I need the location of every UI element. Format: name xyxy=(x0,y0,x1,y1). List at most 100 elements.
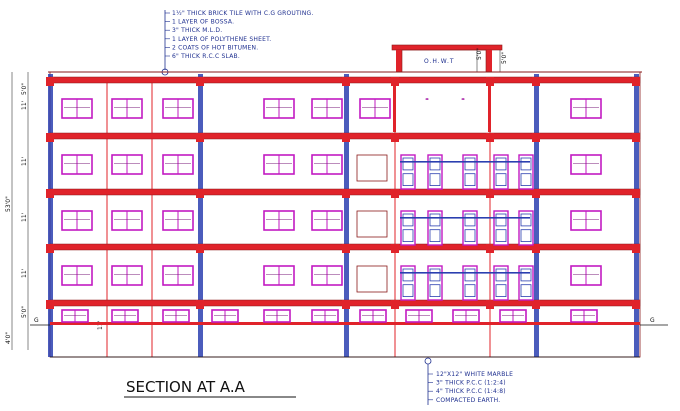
door-panel-bottom xyxy=(495,284,507,298)
beam-drop xyxy=(391,300,399,309)
beam-drop xyxy=(46,189,54,198)
roof-note-line: 2 COATS OF HOT BITUMEN. xyxy=(172,44,258,51)
beam-drop xyxy=(46,77,54,86)
door-panel-bottom xyxy=(402,173,414,186)
section-title: SECTION AT A.A xyxy=(126,378,246,396)
beam-drop xyxy=(342,300,350,309)
door-panel-top xyxy=(520,213,532,227)
beam-drop xyxy=(196,189,204,198)
roof-notes: 1½" THICK BRICK TILE WITH C.G GROUTING. 1… xyxy=(161,10,314,76)
beam-drop xyxy=(342,77,350,86)
roof-note-line: 1½" THICK BRICK TILE WITH C.G GROUTING. xyxy=(172,10,314,17)
plinth-beam xyxy=(50,322,640,325)
door-panel-top xyxy=(464,213,476,227)
beam-drop xyxy=(46,244,54,253)
floor-note-line: 12"X12" WHITE MARBLE xyxy=(436,371,513,378)
tank-dim-a: 5'0" xyxy=(476,48,483,60)
door-panel-bottom xyxy=(520,229,532,242)
beam-drop xyxy=(486,300,494,309)
roof-note-line: 6" THICK R.C.C SLAB. xyxy=(172,53,240,60)
balcony-door xyxy=(400,154,416,190)
ground-level: G G xyxy=(30,317,668,358)
door-panel-top xyxy=(520,157,532,171)
beam-drop xyxy=(532,133,540,142)
balcony-door xyxy=(493,210,509,246)
door-panel-top xyxy=(520,268,532,282)
balcony-door xyxy=(462,210,478,246)
overall-height-label: 53'0" xyxy=(5,196,12,212)
balcony-rail xyxy=(400,217,530,219)
plinth-dim-a: 5'0" xyxy=(21,83,28,95)
balcony-rail xyxy=(400,272,530,274)
column xyxy=(48,74,53,357)
beam-drop xyxy=(342,133,350,142)
beam-drop xyxy=(632,133,640,142)
door-panel-top xyxy=(429,213,441,227)
floor-note-line: COMPACTED EARTH. xyxy=(436,397,500,404)
door-panel-bottom xyxy=(429,173,441,186)
building-section xyxy=(46,71,642,358)
door-panel-bottom xyxy=(402,284,414,298)
balcony-door xyxy=(493,265,509,301)
floor-note-line: 4" THICK P.C.C (1:4:8) xyxy=(436,388,506,395)
beam-drop xyxy=(486,133,494,142)
plinth-dim-b: 5'0" xyxy=(21,306,28,318)
door-panel-bottom xyxy=(402,229,414,242)
balcony-door xyxy=(493,154,509,190)
service-opening xyxy=(356,265,388,293)
beam-drop xyxy=(486,189,494,198)
beam-drop xyxy=(196,244,204,253)
door-panel-top xyxy=(495,213,507,227)
door-panel-top xyxy=(495,157,507,171)
balcony-door xyxy=(427,210,443,246)
door-panel-top xyxy=(429,157,441,171)
door-panel-bottom xyxy=(464,284,476,298)
beam-drop xyxy=(632,77,640,86)
door-panel-top xyxy=(402,213,414,227)
beam-drop xyxy=(486,244,494,253)
door-panel-top xyxy=(464,157,476,171)
balcony-door xyxy=(518,265,534,301)
balcony-rail xyxy=(400,161,530,163)
floor-height-1: 11' xyxy=(21,100,28,110)
floor-height-4: 11' xyxy=(21,268,28,278)
beam-drop xyxy=(632,244,640,253)
tank-wall-right xyxy=(486,50,492,72)
beam-drop xyxy=(532,300,540,309)
left-dimensions: 53'0" 4'0" 5'0" 5'0" 11' 11' 11' 11' 11' xyxy=(5,72,104,350)
beam-drop xyxy=(391,189,399,198)
door-panel-bottom xyxy=(520,173,532,186)
beam-drop xyxy=(532,244,540,253)
balcony-door xyxy=(427,265,443,301)
beam-drop xyxy=(532,77,540,86)
balcony-door xyxy=(518,154,534,190)
roof-note-line: 1 LAYER OF POLYTHENE SHEET. xyxy=(172,36,271,43)
balcony-door xyxy=(462,265,478,301)
balcony-door xyxy=(427,154,443,190)
door-panel-top xyxy=(402,157,414,171)
door-panel-top xyxy=(495,268,507,282)
door-panel-bottom xyxy=(464,173,476,186)
beam-drop xyxy=(532,189,540,198)
tank-label: O.H.W.T xyxy=(424,58,455,65)
ground-label-left: G xyxy=(34,317,39,324)
overhead-water-tank: O.H.W.T 5'0" 5'0" xyxy=(391,44,508,73)
footing-dim-label: 4'0" xyxy=(5,332,12,344)
roof-note-line: 1 LAYER OF BOSSA. xyxy=(172,19,234,26)
door-panel-top xyxy=(402,268,414,282)
beam-drop xyxy=(196,300,204,309)
service-opening xyxy=(356,154,388,182)
door-panel-top xyxy=(429,268,441,282)
door-panel-top xyxy=(464,268,476,282)
beam-drop xyxy=(391,133,399,142)
door-panel-bottom xyxy=(495,173,507,186)
floor-height-2: 11' xyxy=(21,156,28,166)
balcony-door xyxy=(462,154,478,190)
column xyxy=(198,74,203,357)
beam-drop xyxy=(632,189,640,198)
balcony-door xyxy=(400,265,416,301)
tank-support xyxy=(488,80,491,132)
floor-note-marker xyxy=(424,357,432,365)
